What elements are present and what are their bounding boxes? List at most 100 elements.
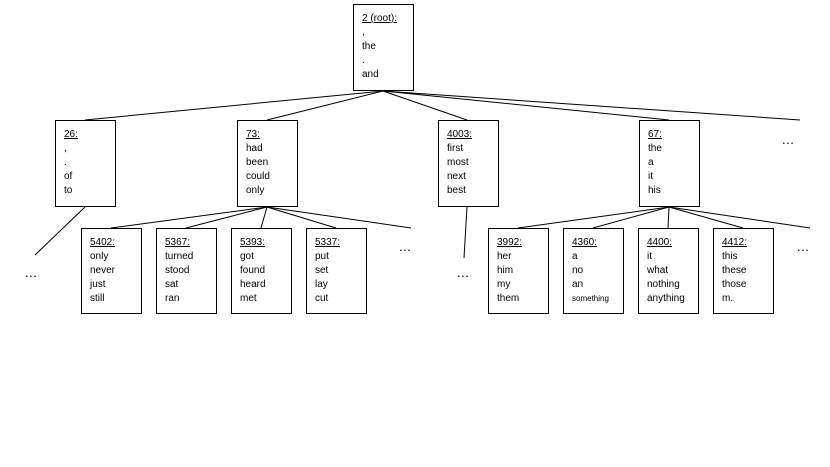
edge-67-4412 bbox=[668, 206, 744, 229]
node-4400: 4400: it what nothing anything bbox=[638, 228, 699, 314]
node-word: them bbox=[497, 293, 520, 304]
edge-73-more bbox=[266, 206, 412, 229]
node-word: never bbox=[90, 265, 116, 276]
node-id: 5402: bbox=[90, 237, 116, 248]
node-word: those bbox=[722, 279, 747, 290]
node-4003: 4003: first most next best bbox=[438, 120, 499, 207]
node-73: 73: had been could only bbox=[237, 120, 298, 207]
edge-67-4400 bbox=[667, 206, 670, 229]
node-word: got bbox=[240, 251, 254, 262]
node-word: my bbox=[497, 279, 511, 290]
node-word: her bbox=[497, 251, 512, 262]
ellipsis-level1: ... bbox=[782, 132, 795, 147]
node-word: a bbox=[572, 251, 578, 262]
node-word: sat bbox=[165, 279, 179, 290]
node-word: and bbox=[362, 69, 379, 80]
edge-root-67 bbox=[382, 90, 670, 121]
node-word: ran bbox=[165, 293, 180, 304]
node-word: only bbox=[90, 251, 109, 262]
node-word: most bbox=[447, 157, 469, 168]
edge-26-more bbox=[34, 206, 86, 256]
node-word: nothing bbox=[647, 279, 680, 290]
edge-73-5402 bbox=[110, 206, 268, 229]
edge-67-4360 bbox=[592, 206, 670, 229]
node-word: just bbox=[90, 279, 106, 290]
ellipsis-26-children: ... bbox=[25, 265, 38, 280]
node-id: 4003: bbox=[447, 129, 473, 140]
node-word: him bbox=[497, 265, 514, 276]
node-5402: 5402: only never just still bbox=[81, 228, 142, 314]
node-4412: 4412: this these those m. bbox=[713, 228, 774, 314]
node-word: only bbox=[246, 185, 265, 196]
node-word: anything bbox=[647, 293, 685, 304]
node-id: 73: bbox=[246, 129, 260, 140]
ellipsis-67-children: ... bbox=[797, 239, 810, 254]
node-word: heard bbox=[240, 279, 266, 290]
node-3992: 3992: her him my them bbox=[488, 228, 549, 314]
node-word: no bbox=[572, 265, 584, 276]
node-word: could bbox=[246, 171, 270, 182]
node-word: the bbox=[362, 41, 376, 52]
node-word: it bbox=[648, 171, 653, 182]
edge-4003-more bbox=[463, 206, 468, 259]
node-word: it bbox=[647, 251, 652, 262]
ellipsis-4003-children: ... bbox=[457, 265, 470, 280]
edge-root-26 bbox=[84, 90, 384, 121]
node-5337: 5337: put set lay cut bbox=[306, 228, 367, 314]
node-word: still bbox=[90, 293, 105, 304]
node-word: . bbox=[64, 157, 67, 168]
edge-73-5393 bbox=[260, 206, 268, 229]
node-word: an bbox=[572, 279, 584, 290]
node-word: put bbox=[315, 251, 329, 262]
node-4360: 4360: a no an something bbox=[563, 228, 624, 314]
node-word: stood bbox=[165, 265, 190, 276]
node-root: 2 (root): , the . and bbox=[353, 4, 414, 91]
node-id: 26: bbox=[64, 129, 78, 140]
node-word: this bbox=[722, 251, 738, 262]
node-id: 4400: bbox=[647, 237, 673, 248]
edge-73-5367 bbox=[185, 206, 268, 229]
node-word: lay bbox=[315, 279, 328, 290]
node-word: . bbox=[362, 55, 365, 66]
node-word: turned bbox=[165, 251, 194, 262]
node-word: something bbox=[572, 294, 609, 303]
node-id: 4360: bbox=[572, 237, 598, 248]
node-id: 5393: bbox=[240, 237, 266, 248]
node-word: m. bbox=[722, 293, 734, 304]
node-word: a bbox=[648, 157, 654, 168]
node-word: what bbox=[647, 265, 669, 276]
edge-root-4003 bbox=[382, 90, 468, 121]
node-word: these bbox=[722, 265, 747, 276]
node-word: found bbox=[240, 265, 266, 276]
node-word: to bbox=[64, 185, 73, 196]
edge-67-more bbox=[668, 206, 811, 229]
node-id: 5367: bbox=[165, 237, 191, 248]
node-word: met bbox=[240, 293, 257, 304]
edge-root-73 bbox=[266, 90, 384, 121]
node-5393: 5393: got found heard met bbox=[231, 228, 292, 314]
node-id: 4412: bbox=[722, 237, 748, 248]
node-word: been bbox=[246, 157, 269, 168]
node-word: , bbox=[64, 143, 67, 154]
node-word: set bbox=[315, 265, 329, 276]
node-id: 2 (root): bbox=[362, 13, 398, 24]
node-id: 67: bbox=[648, 129, 662, 140]
node-word: cut bbox=[315, 293, 329, 304]
node-word: next bbox=[447, 171, 466, 182]
node-id: 3992: bbox=[497, 237, 523, 248]
edge-73-5337 bbox=[266, 206, 337, 229]
ellipsis-73-children: ... bbox=[399, 239, 412, 254]
node-id: 5337: bbox=[315, 237, 341, 248]
node-26: 26: , . of to bbox=[55, 120, 116, 207]
edge-root-more bbox=[382, 90, 801, 121]
edge-67-3992 bbox=[517, 206, 670, 229]
node-5367: 5367: turned stood sat ran bbox=[156, 228, 217, 314]
node-67: 67: the a it his bbox=[639, 120, 700, 207]
node-word: of bbox=[64, 171, 73, 182]
node-word: had bbox=[246, 143, 263, 154]
node-word: his bbox=[648, 185, 661, 196]
node-word: first bbox=[447, 143, 464, 154]
node-word: , bbox=[362, 27, 365, 38]
node-word: the bbox=[648, 143, 662, 154]
